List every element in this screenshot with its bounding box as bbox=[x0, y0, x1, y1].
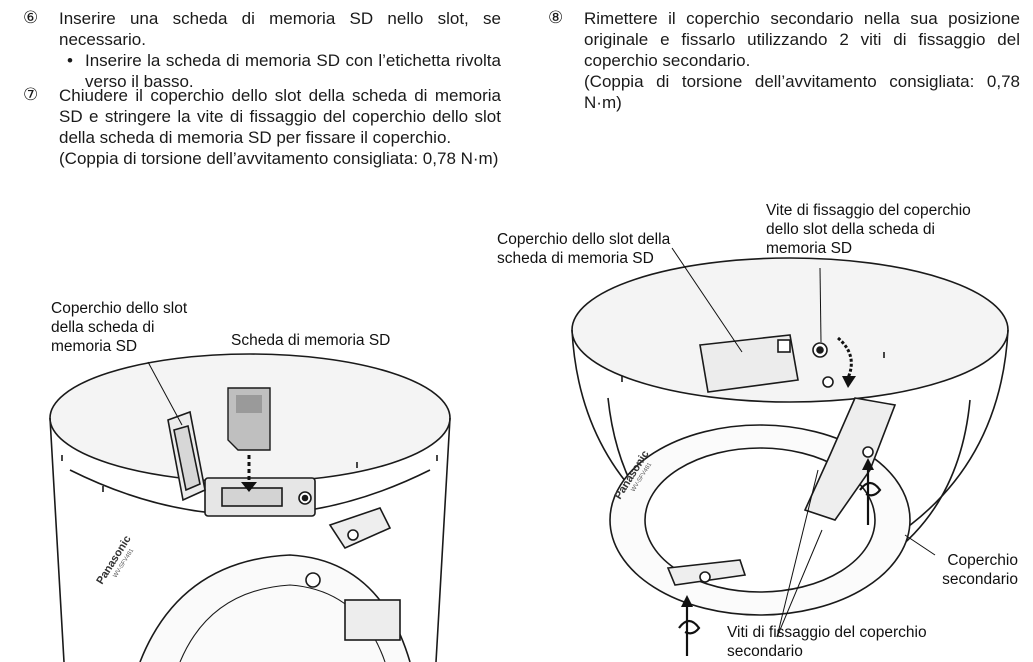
step-7-torque: (Coppia di torsione dell’avvitamento con… bbox=[59, 149, 499, 168]
right-screw-leader-line bbox=[819, 267, 822, 343]
right-upper-screw-rotate-icon bbox=[859, 468, 882, 525]
right-label-secondary-line-1: Coperchio bbox=[947, 552, 1018, 569]
left-label-cover-line-3: memoria SD bbox=[51, 338, 138, 355]
right-label-secondary: Coperchio secondario bbox=[926, 551, 1018, 589]
step-7: ⑦ Chiudere il coperchio dello slot della… bbox=[23, 85, 501, 169]
step-7-number: ⑦ bbox=[23, 85, 39, 105]
right-label-cover-line-1: Coperchio dello slot della bbox=[497, 231, 671, 248]
step-6-bullet: Inserire la scheda di memoria SD con l’e… bbox=[61, 50, 501, 92]
step-6: ⑥ Inserire una scheda di memoria SD nell… bbox=[23, 8, 501, 92]
step-8-torque: (Coppia di torsione dell’avvitamento con… bbox=[584, 72, 1020, 112]
right-viti-leader-line-1 bbox=[776, 529, 823, 638]
right-slot-screw-arrowhead-icon bbox=[842, 376, 856, 388]
right-label-screw: Vite di fissaggio del coperchio dello sl… bbox=[766, 201, 971, 258]
right-viti-leader-line-2 bbox=[776, 469, 819, 638]
left-label-cover-line-2: della scheda di bbox=[51, 319, 155, 336]
left-label-sd-card: Scheda di memoria SD bbox=[231, 332, 391, 349]
right-cover-leader-line bbox=[671, 247, 743, 353]
left-cover-leader-line bbox=[147, 361, 183, 426]
right-label-viti-line-1: Viti di fissaggio del coperchio bbox=[727, 624, 927, 641]
right-slot-screw-rotate-icon bbox=[837, 336, 853, 379]
right-secondary-leader-line bbox=[904, 534, 936, 556]
left-label-cover: Coperchio dello slot della scheda di mem… bbox=[51, 299, 187, 356]
step-8-text: Rimettere il coperchio secondario nella … bbox=[584, 9, 1020, 70]
step-8: ⑧ Rimettere il coperchio secondario nell… bbox=[548, 8, 1020, 113]
step-7-text: Chiudere il coperchio dello slot della s… bbox=[59, 86, 501, 147]
step-6-number: ⑥ bbox=[23, 8, 39, 28]
right-upper-screw-arrowhead-icon bbox=[862, 458, 874, 470]
step-8-number: ⑧ bbox=[548, 8, 564, 28]
right-lower-screw-arrowhead-icon bbox=[681, 595, 693, 607]
right-label-secondary-line-2: secondario bbox=[942, 571, 1018, 588]
right-label-screw-line-3: memoria SD bbox=[766, 240, 853, 257]
right-label-cover-line-2: scheda di memoria SD bbox=[497, 250, 654, 267]
right-camera-body bbox=[571, 257, 1009, 616]
left-insert-arrowhead-icon bbox=[241, 482, 257, 492]
left-label-cover-line-1: Coperchio dello slot bbox=[51, 300, 188, 317]
left-sd-card-icon bbox=[227, 387, 271, 451]
right-label-screw-line-2: dello slot della scheda di bbox=[766, 221, 935, 238]
right-label-cover: Coperchio dello slot della scheda di mem… bbox=[497, 230, 670, 268]
right-label-screw-line-1: Vite di fissaggio del coperchio bbox=[766, 202, 971, 219]
right-label-viti: Viti di fissaggio del coperchio secondar… bbox=[727, 623, 927, 661]
right-lower-screw-rotate-icon bbox=[678, 605, 701, 656]
step-6-text: Inserire una scheda di memoria SD nello … bbox=[59, 9, 501, 49]
right-label-viti-line-2: secondario bbox=[727, 643, 803, 660]
